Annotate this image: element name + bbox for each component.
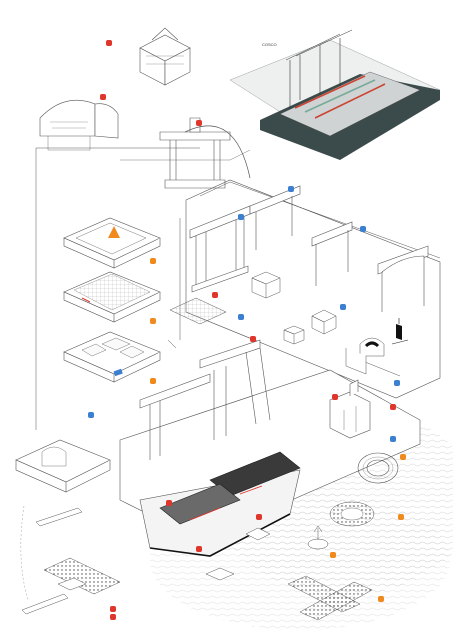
callout-red-7 — [390, 404, 396, 410]
callout-red-11 — [110, 614, 116, 620]
navigation-buoy — [391, 318, 409, 345]
gantry-4 — [377, 245, 429, 312]
guide-line — [20, 505, 29, 601]
pier-platforms — [205, 527, 271, 581]
callout-blue-7 — [394, 380, 400, 386]
grid-platform — [169, 297, 227, 325]
callout-red-10 — [110, 606, 116, 612]
e-shaped-pontoon — [43, 557, 121, 595]
hangar-building — [39, 99, 119, 151]
blue-vehicle — [113, 368, 123, 377]
callout-blue-8 — [390, 436, 396, 442]
tower-structure — [139, 27, 191, 86]
callout-red-4 — [212, 292, 218, 298]
arch-piece — [345, 337, 385, 375]
callout-orange-6 — [330, 552, 336, 558]
round-platform — [329, 501, 375, 527]
tree-pod — [307, 525, 329, 550]
red-marker — [81, 297, 91, 303]
photo-label: COSCO — [262, 42, 277, 47]
callout-orange-1 — [150, 258, 156, 264]
gantry-2 — [249, 185, 301, 250]
frame-panel — [185, 179, 441, 399]
ship-crane-2 — [199, 339, 271, 440]
callout-red-9 — [196, 546, 202, 552]
callout-blue-2 — [238, 214, 244, 220]
callout-red-1 — [106, 40, 112, 46]
callout-blue-4 — [238, 314, 244, 320]
callout-orange-7 — [378, 596, 384, 602]
ship-photo — [229, 29, 441, 160]
callout-orange-3 — [150, 378, 156, 384]
cone-icon — [108, 226, 120, 238]
callout-blue-5 — [340, 304, 346, 310]
callout-orange-5 — [398, 514, 404, 520]
callout-blue-6 — [88, 412, 94, 418]
callout-red-8 — [166, 500, 172, 506]
callout-red-3 — [196, 120, 202, 126]
callout-red-5 — [250, 336, 256, 342]
callout-blue-1 — [288, 186, 294, 192]
callout-orange-2 — [150, 318, 156, 324]
connector-lines — [35, 147, 441, 430]
ship-crane-1 — [139, 373, 211, 460]
small-boats — [21, 507, 83, 615]
ring-structure — [357, 452, 399, 484]
gantry-3 — [311, 221, 353, 286]
dock-building — [15, 439, 111, 493]
crane-small — [120, 117, 251, 189]
callout-red-2 — [100, 94, 106, 100]
callout-orange-4 — [400, 454, 406, 460]
floor-slab-bottom — [63, 331, 161, 383]
arc-bridge — [184, 125, 251, 179]
floor-slab-top — [63, 217, 161, 269]
cube-cluster — [251, 271, 337, 345]
x-shaped-pontoon — [287, 575, 373, 621]
container-ship — [119, 369, 421, 557]
callout-red-12 — [256, 514, 262, 520]
callout-red-6 — [332, 394, 338, 400]
callout-blue-3 — [360, 226, 366, 232]
floor-slab-middle — [63, 271, 161, 323]
